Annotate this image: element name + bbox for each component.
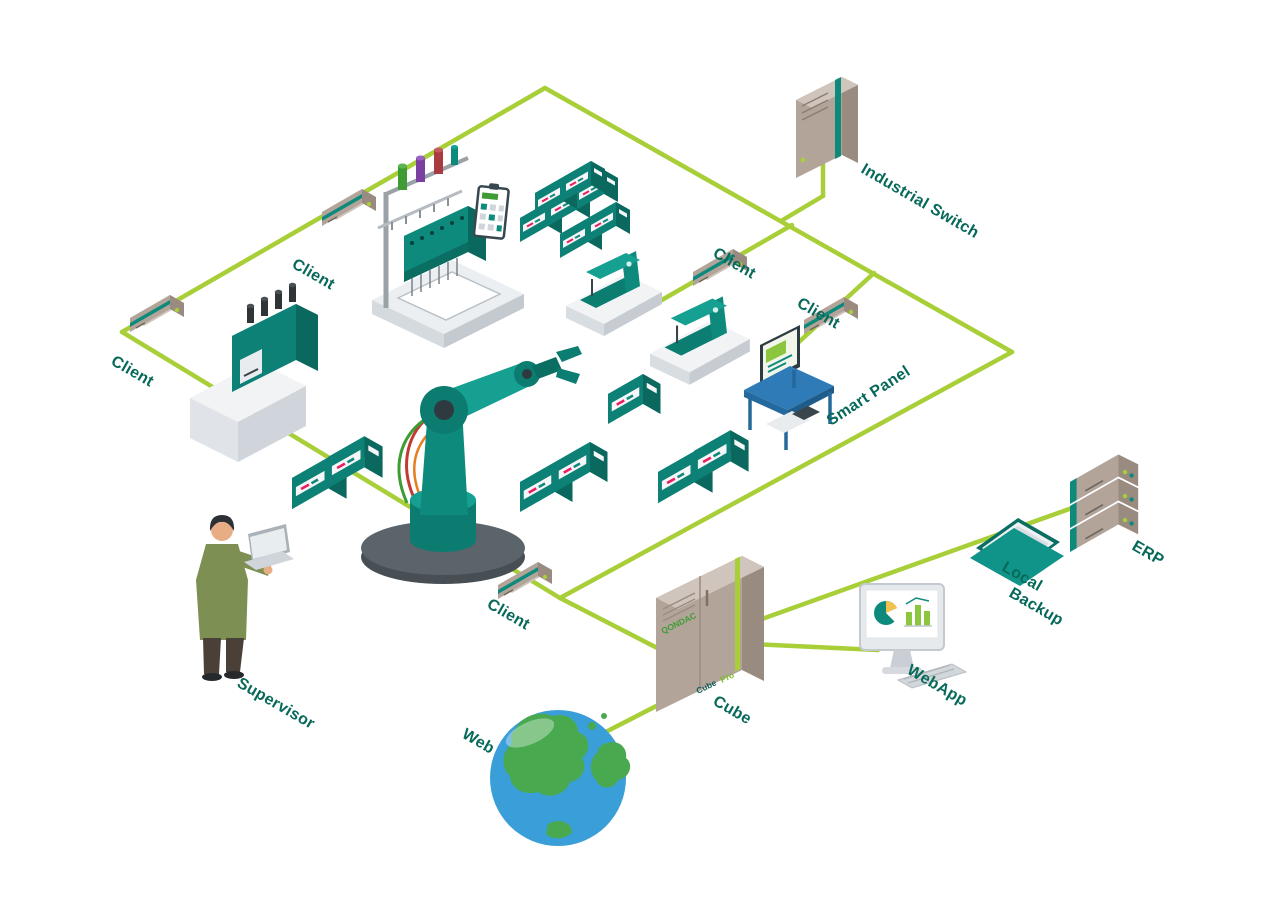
backup-erp-line (745, 495, 1103, 627)
needles (411, 258, 458, 296)
supervisor-head (211, 519, 233, 541)
supervisor-leg (203, 638, 221, 674)
machine-knobs (246, 282, 297, 323)
keyboard-icon (896, 663, 968, 689)
pie-chart-icon (874, 600, 899, 625)
overlock-machine-node (190, 282, 318, 462)
crate (606, 372, 662, 426)
erp-label: ERP (1129, 538, 1167, 570)
cube-feed-line (557, 595, 668, 655)
network-edge-top-right (542, 85, 1015, 355)
local-backup-node (970, 518, 1064, 586)
webapp-line (749, 641, 881, 653)
monitor-stand (890, 650, 914, 668)
gripper-finger (556, 346, 582, 362)
supervisor-node (196, 515, 294, 681)
sewing-machine-1 (565, 250, 663, 337)
thread-spools (398, 145, 458, 190)
shelf-device (792, 406, 820, 420)
client-node-top-left (321, 188, 377, 227)
client-node-left (129, 294, 185, 333)
sewing-machine-2 (648, 295, 751, 386)
crate-stack-top (519, 160, 631, 259)
webapp-node (859, 583, 968, 689)
supervisor-hair (209, 515, 235, 531)
client-label-top-left: Client (289, 256, 338, 294)
embroidery-machine-node (372, 145, 524, 348)
industrial-switch-node (796, 77, 858, 178)
control-tablet (472, 183, 510, 240)
client-label-left: Client (108, 353, 157, 391)
network-edge-bottom-right (557, 349, 1015, 601)
cube-label: Cube (710, 693, 754, 728)
thread-hooks (391, 198, 449, 230)
web-globe-node (490, 710, 631, 846)
erp-server-node (1069, 453, 1140, 553)
cube-node: QONDAC Cube Pro (656, 556, 764, 712)
supervisor-leg (226, 638, 244, 672)
needle-heads (410, 216, 464, 245)
supervisor-label: Supervisor (234, 675, 317, 733)
crate (692, 428, 750, 484)
client-label-bottom: Client (484, 596, 533, 634)
folder-icon (970, 518, 1064, 586)
robot-node (361, 346, 582, 584)
laptop-icon (244, 524, 294, 570)
crate (326, 434, 384, 490)
web-label: Web (459, 726, 497, 758)
bar-chart-icon (904, 597, 932, 627)
supervisor-jacket (196, 544, 248, 640)
gripper-finger (556, 368, 580, 384)
switch-drop-line (778, 161, 826, 224)
crate (587, 201, 631, 243)
smart-panel-node (744, 325, 834, 450)
robot-cable-green (397, 418, 425, 504)
industrial-switch-label: Industrial Switch (858, 161, 982, 242)
desk-legs (748, 370, 832, 450)
smart-panel-label: Smart Panel (824, 363, 914, 429)
crate (553, 440, 609, 494)
